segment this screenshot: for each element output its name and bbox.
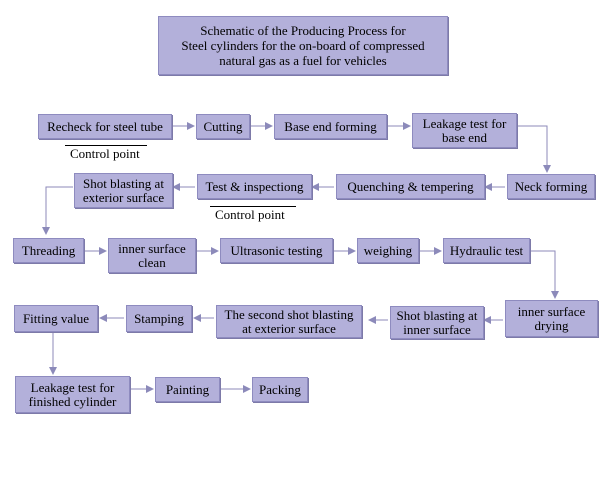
title-line-1: Schematic of the Producing Process for [200, 23, 406, 38]
step-label-line-2: clean [138, 254, 166, 270]
step-label-line-2: finished cylinder [28, 393, 117, 409]
step-leakage-test-base-end: Leakage test for base end [412, 113, 517, 148]
step-test-inspection: Test & inspectiong [197, 174, 312, 199]
step-second-shot-blasting: The second shot blasting at exterior sur… [216, 305, 362, 338]
step-cutting: Cutting [196, 114, 250, 139]
step-shot-blasting-inner: Shot blasting at inner surface [390, 306, 484, 339]
step-label: Hydraulic test [449, 242, 524, 258]
step-label: Recheck for steel tube [47, 118, 163, 134]
step-label-line-1: Shot blasting at [83, 175, 164, 191]
step-label-line-2: exterior surface [82, 189, 165, 205]
step-stamping: Stamping [126, 305, 192, 332]
step-label: Neck forming [514, 178, 588, 194]
step-quenching-tempering: Quenching & tempering [336, 174, 485, 199]
step-label: Base end forming [284, 118, 377, 134]
arrow-leakage-to-neck [517, 125, 551, 173]
step-label: Fitting value [22, 310, 90, 326]
step-label: Painting [165, 381, 210, 397]
step-fitting-value: Fitting value [14, 305, 98, 332]
step-inner-surface-clean: inner surface clean [108, 238, 196, 273]
step-label-line-1: inner surface [517, 303, 586, 319]
step-label: Stamping [134, 310, 184, 326]
step-painting: Painting [155, 377, 220, 402]
arrow-shot-exterior-to-threading [42, 186, 73, 235]
step-threading: Threading [13, 238, 84, 263]
step-label-line-1: The second shot blasting [224, 306, 354, 322]
step-label-line-2: at exterior surface [242, 320, 336, 336]
step-base-end-forming: Base end forming [274, 114, 387, 139]
step-label-line-1: Shot blasting at [396, 307, 478, 323]
step-label-line-1: Leakage test for [30, 379, 115, 395]
control-point-rule-1 [65, 145, 147, 146]
step-label-line-2: base end [441, 129, 488, 145]
step-ultrasonic-testing: Ultrasonic testing [220, 238, 333, 263]
step-label-line-1: inner surface [118, 240, 186, 256]
step-leakage-test-finished: Leakage test for finished cylinder [15, 376, 130, 413]
step-label: weighing [363, 242, 413, 258]
step-label-line-1: Leakage test for [422, 115, 507, 131]
control-point-label-2: Control point [215, 207, 285, 222]
step-inner-surface-drying: inner surface drying [505, 300, 598, 337]
control-point-rule-2 [210, 206, 296, 207]
step-label-line-2: drying [534, 317, 569, 333]
step-neck-forming: Neck forming [507, 174, 595, 199]
arrow-hydraulic-to-drying [530, 250, 559, 299]
diagram-title: Schematic of the Producing Process for S… [158, 16, 448, 75]
step-packing: Packing [252, 377, 308, 402]
title-line-3: natural gas as a fuel for vehicles [219, 53, 387, 68]
step-label: Cutting [203, 118, 243, 134]
control-point-label-1: Control point [70, 146, 140, 161]
step-label: Test & inspectiong [205, 178, 304, 194]
step-label: Threading [21, 242, 76, 258]
step-label: Packing [259, 381, 301, 397]
step-label: Ultrasonic testing [230, 242, 323, 258]
step-weighing: weighing [357, 238, 419, 263]
step-hydraulic-test: Hydraulic test [443, 238, 530, 263]
step-label: Quenching & tempering [347, 178, 474, 194]
step-label-line-2: inner surface [403, 321, 471, 337]
step-shot-blasting-exterior: Shot blasting at exterior surface [74, 173, 173, 208]
title-line-2: Steel cylinders for the on-board of comp… [181, 38, 425, 53]
step-recheck-steel-tube: Recheck for steel tube [38, 114, 172, 139]
